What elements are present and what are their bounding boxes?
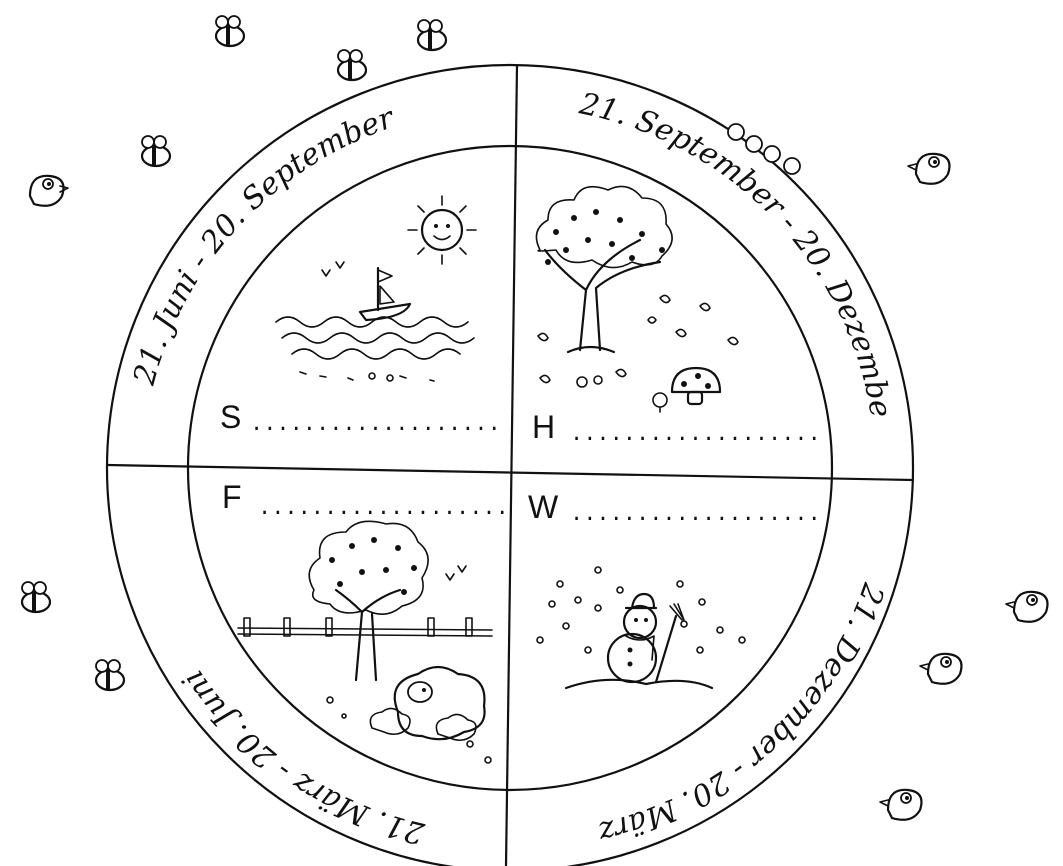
winter-letter: W <box>528 489 559 525</box>
dates-summer-label: 21. Juni - 20. September <box>127 100 400 389</box>
fence-icon <box>238 618 492 636</box>
summer-answer-line[interactable]: ................... <box>250 412 501 437</box>
horizontal-divider <box>107 465 913 480</box>
dates-spring-label: 21. März - 20. Juni <box>176 664 429 851</box>
autumn-answer-line[interactable]: ................... <box>570 422 821 447</box>
dates-winter-label: 21. Dezember - 20. März <box>595 578 891 850</box>
vertical-divider <box>506 66 517 866</box>
waves-icon <box>276 317 474 381</box>
mushroom-icon <box>653 368 720 412</box>
spring-letter: F <box>222 479 242 515</box>
snowman-icon <box>566 594 712 688</box>
autumn-tree-icon <box>536 186 672 352</box>
sailboat-icon <box>322 262 410 320</box>
blossom-tree-icon <box>309 521 466 680</box>
leaves-icon <box>538 295 738 387</box>
summer-letter: S <box>220 399 241 435</box>
winter-answer-line[interactable]: ................... <box>570 502 821 527</box>
spring-answer-line[interactable]: ................... <box>258 496 509 521</box>
autumn-letter: H <box>532 409 555 445</box>
sun-icon <box>408 196 476 264</box>
